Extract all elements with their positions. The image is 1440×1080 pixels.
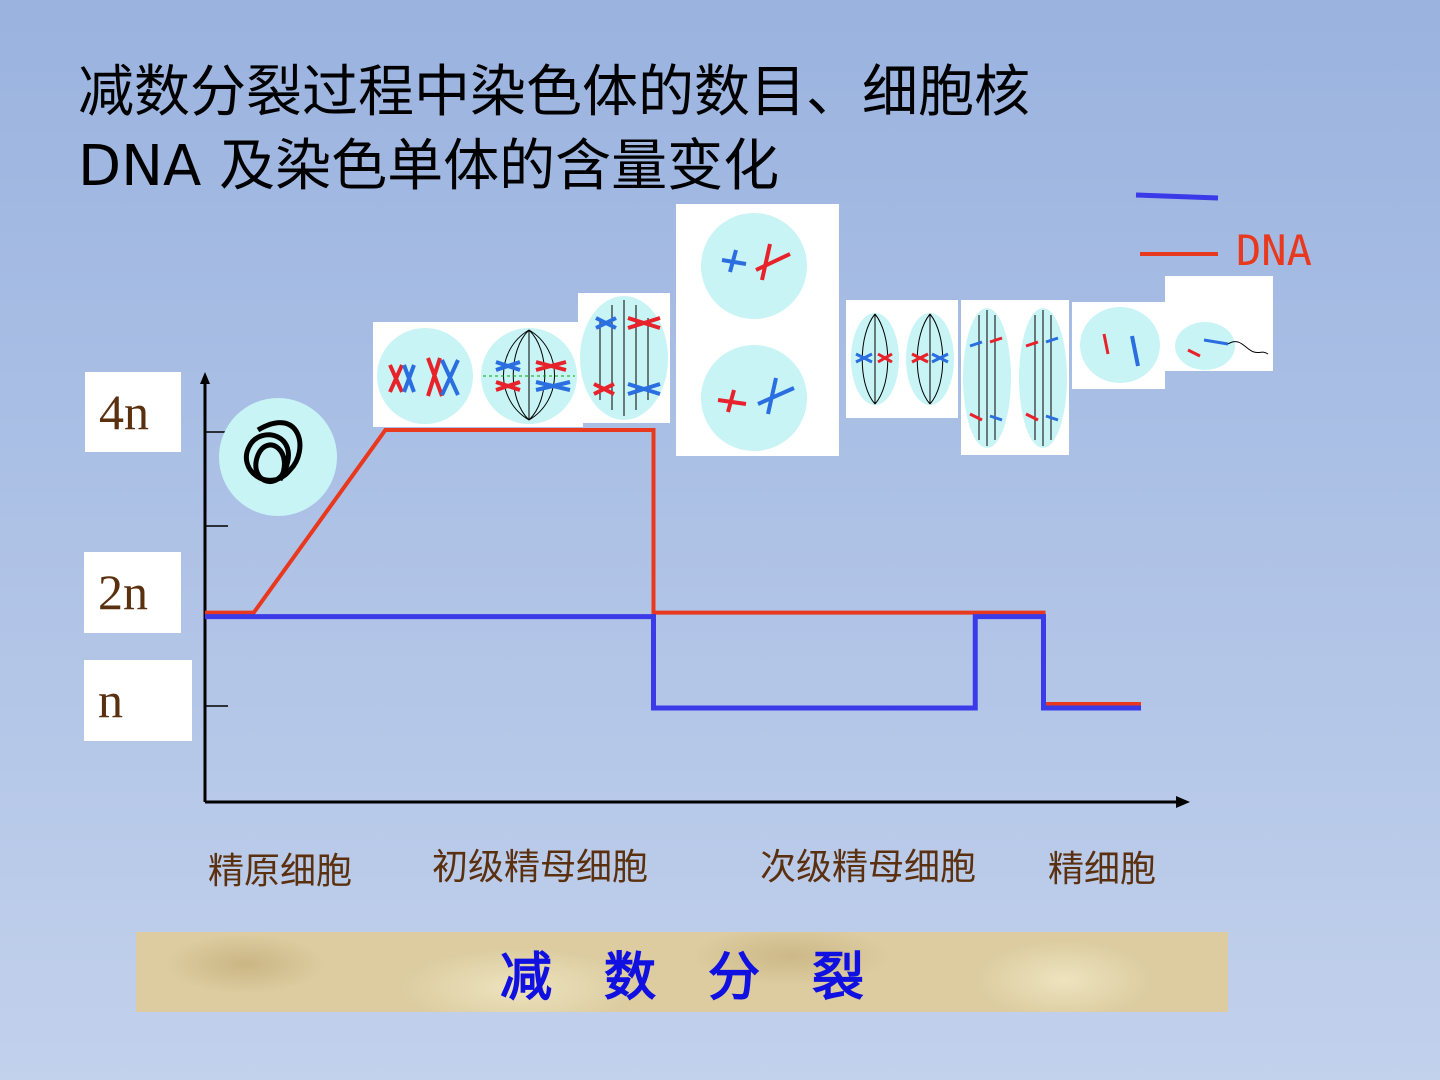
- x-stage-label-secondary-spermatocyte: 次级精母细胞: [760, 847, 977, 887]
- cell-spermatogonium: [219, 398, 337, 516]
- title-line-1: 减数分裂过程中染色体的数目、细胞核: [78, 60, 1030, 125]
- series-chromosome-line: [205, 614, 1141, 711]
- y-tick-label-2n: 2n: [84, 552, 181, 633]
- legend-dna-label: DNA: [1236, 226, 1312, 275]
- banner-text: 减数分裂: [499, 947, 916, 1008]
- x-stage-label-primary-spermatocyte: 初级精母细胞: [432, 847, 649, 887]
- x-stage-label-spermatogonium: 精原细胞: [208, 851, 353, 891]
- y-tick-label-4n: 4n: [85, 372, 181, 452]
- cell-metaphase-ii: [846, 300, 958, 418]
- title-line-2: DNA 及染色单体的含量变化: [78, 134, 780, 199]
- x-axis-arrow: [1176, 796, 1190, 808]
- axes: [200, 372, 1190, 808]
- cell-spermatid: [1072, 302, 1165, 389]
- cell-anaphase-ii: [961, 300, 1069, 455]
- cell-illustrations: [219, 204, 1273, 516]
- meiosis-banner: 减数分裂: [136, 932, 1228, 1012]
- cell-sperm: [1165, 276, 1273, 371]
- x-stage-label-spermatid: 精细胞: [1048, 849, 1157, 889]
- y-axis-arrow: [200, 372, 210, 384]
- legend-chromosome-line: [1135, 192, 1219, 201]
- cell-primary-spermatocyte-panel: [373, 322, 583, 427]
- cell-secondary-spermatocytes: [676, 204, 839, 456]
- series-dna-line: [205, 428, 1141, 706]
- y-tick-label-n: n: [84, 660, 192, 741]
- cell-anaphase-i: [578, 293, 670, 423]
- page-title: 减数分裂过程中染色体的数目、细胞核 DNA 及染色单体的含量变化: [78, 56, 1198, 204]
